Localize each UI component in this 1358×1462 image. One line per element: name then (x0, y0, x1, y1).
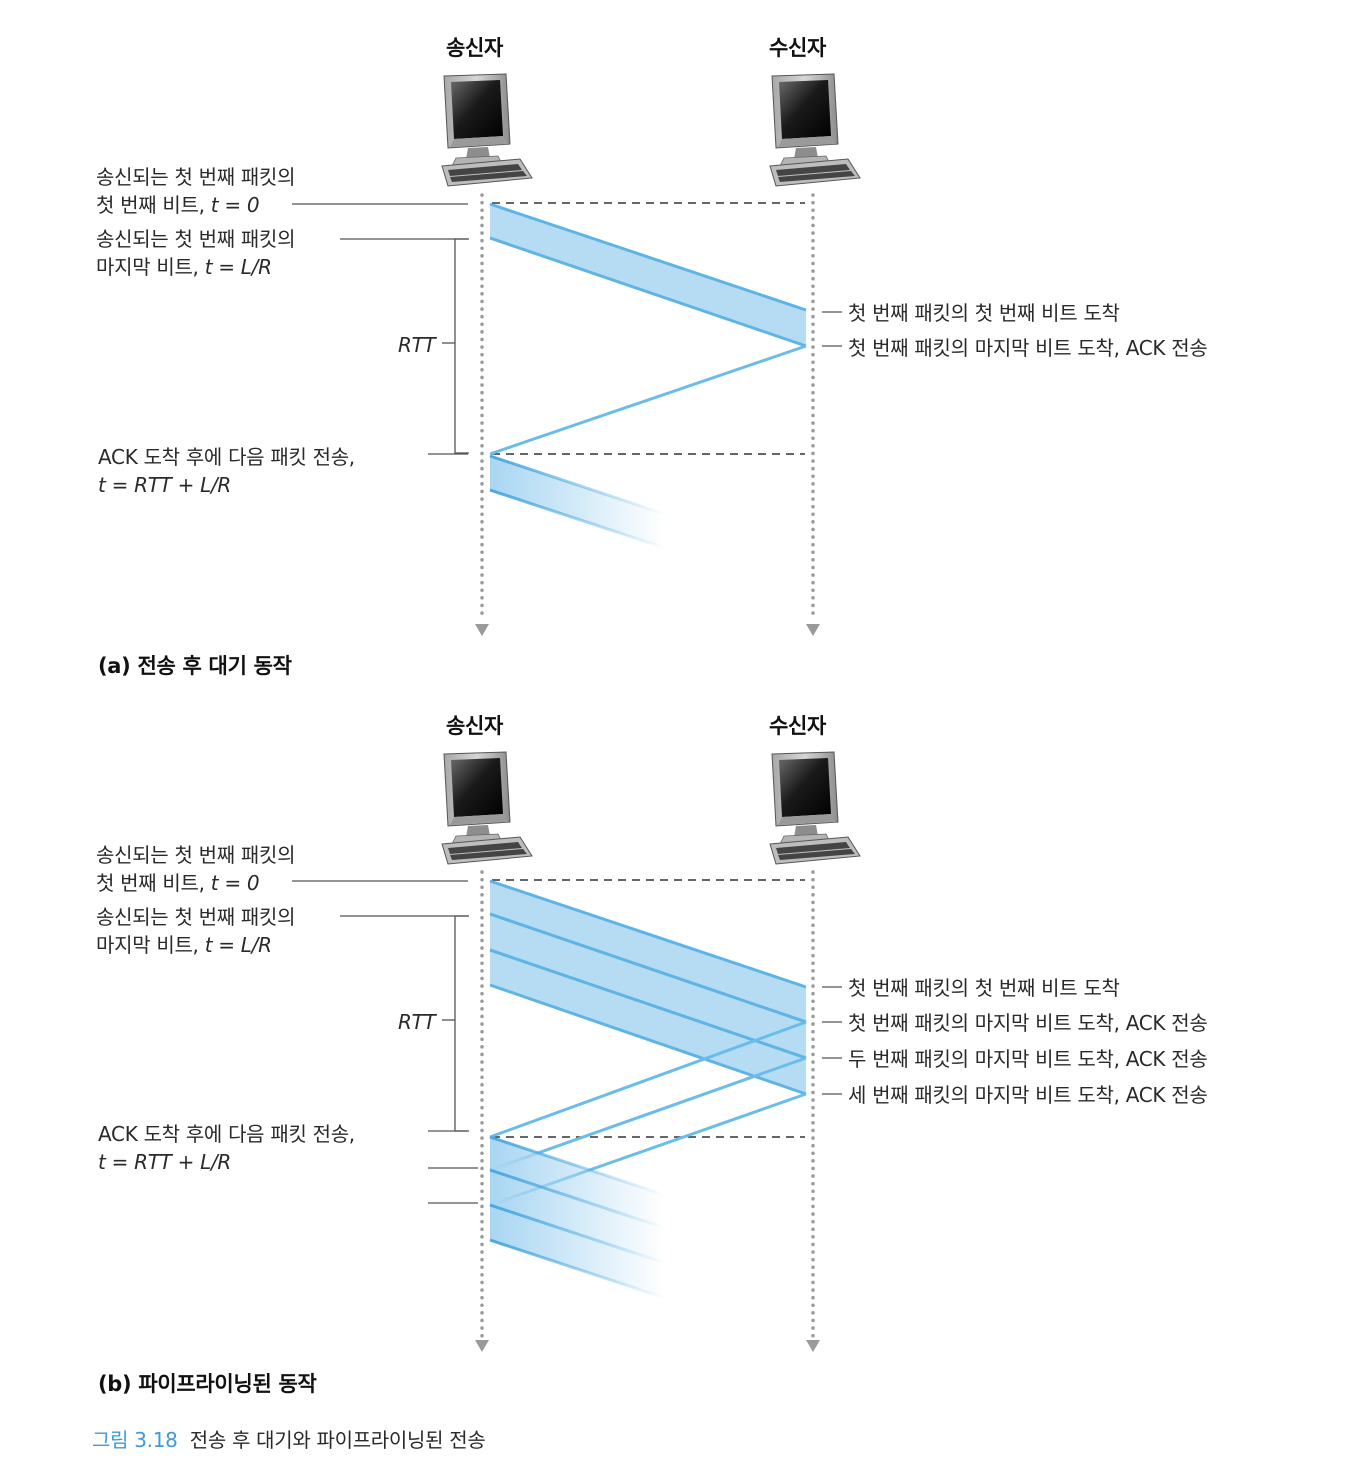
label-last-bit-a-line1: 송신되는 첫 번째 패킷의 (96, 227, 296, 251)
sender-arrow-b (475, 1340, 489, 1352)
sender-computer-icon-a (441, 73, 533, 187)
sender-arrow-a (475, 624, 489, 636)
recv-event-b-3: 두 번째 패킷의 마지막 비트 도착, ACK 전송 (848, 1047, 1208, 1071)
ack-label-b-line2: t = RTT + L/R (98, 1150, 231, 1174)
figure-caption: 그림 3.18 전송 후 대기와 파이프라이닝된 전송 (92, 1426, 486, 1454)
rtt-bracket-b (454, 915, 469, 1132)
ack-label-a-line1: ACK 도착 후에 다음 패킷 전송, (98, 445, 355, 469)
ack-label-a-line2: t = RTT + L/R (98, 473, 231, 497)
rtt-label-a: RTT (398, 333, 436, 357)
recv-event-b-4: 세 번째 패킷의 마지막 비트 도착, ACK 전송 (848, 1083, 1208, 1107)
packet-next-a (490, 456, 665, 548)
packet-1-a (490, 204, 806, 346)
label-first-bit-a-line2: 첫 번째 비트, t = 0 (96, 193, 260, 217)
rtt-bracket-a (454, 238, 469, 454)
recv-event-b-2: 첫 번째 패킷의 마지막 비트 도착, ACK 전송 (848, 1011, 1208, 1035)
packet-next-b-1 (490, 1137, 665, 1228)
receiver-title-b: 수신자 (769, 714, 827, 738)
label-first-bit-a-line1: 송신되는 첫 번째 패킷의 (96, 165, 296, 189)
packet-next-b-3-top-edge (489, 1203, 666, 1265)
sender-title-a: 송신자 (446, 36, 504, 60)
ack-label-b-line1: ACK 도착 후에 다음 패킷 전송, (98, 1122, 355, 1146)
receiver-arrow-a (806, 624, 820, 636)
packet-3-b (490, 950, 806, 1094)
packet-1-b (490, 881, 806, 1022)
packet-next-a-bottom-edge (489, 488, 666, 550)
caption-b: (b) 파이프라이닝된 동작 (98, 1372, 317, 1396)
receiver-computer-icon-b (769, 751, 861, 865)
packet-1-a-bottom-edge (489, 236, 807, 348)
packet-next-b-3 (490, 1205, 665, 1298)
packet-1-b-top-edge (489, 879, 807, 989)
recv-event-a-2: 첫 번째 패킷의 마지막 비트 도착, ACK 전송 (848, 336, 1208, 360)
recv-event-b-1: 첫 번째 패킷의 첫 번째 비트 도착 (848, 976, 1120, 1000)
packet-next-b-2 (490, 1170, 665, 1263)
ack-1-a (489, 344, 807, 456)
packet-next-b-2-top-edge (489, 1168, 666, 1230)
label-last-bit-b-line2: 마지막 비트, t = L/R (96, 933, 272, 957)
packet-2-b (490, 914, 806, 1058)
label-first-bit-b-line1: 송신되는 첫 번째 패킷의 (96, 843, 296, 867)
packet-next-a-top-edge (489, 454, 666, 516)
label-first-bit-b-line2: 첫 번째 비트, t = 0 (96, 871, 260, 895)
sender-computer-icon-b (441, 751, 533, 865)
caption-a: (a) 전송 후 대기 동작 (98, 654, 292, 678)
ack-1-b (489, 1020, 807, 1139)
packet-next-b-3-bottom-edge (489, 1238, 666, 1300)
packet-next-b-1-top-edge (489, 1135, 666, 1197)
label-last-bit-a-line2: 마지막 비트, t = L/R (96, 255, 272, 279)
packet-1-a-top-edge (489, 202, 807, 312)
rtt-label-b: RTT (398, 1010, 436, 1034)
receiver-arrow-b (806, 1340, 820, 1352)
receiver-title-a: 수신자 (769, 36, 827, 60)
receiver-computer-icon-a (769, 73, 861, 187)
label-last-bit-b-line1: 송신되는 첫 번째 패킷의 (96, 905, 296, 929)
figure-number: 그림 3.18 (92, 1428, 178, 1452)
ack-2-b (489, 1056, 807, 1172)
figure-caption-text: 전송 후 대기와 파이프라이닝된 전송 (189, 1428, 486, 1452)
packet-2-b-top-edge (489, 912, 807, 1024)
sender-title-b: 송신자 (446, 714, 504, 738)
recv-event-a-1: 첫 번째 패킷의 첫 번째 비트 도착 (848, 301, 1120, 325)
